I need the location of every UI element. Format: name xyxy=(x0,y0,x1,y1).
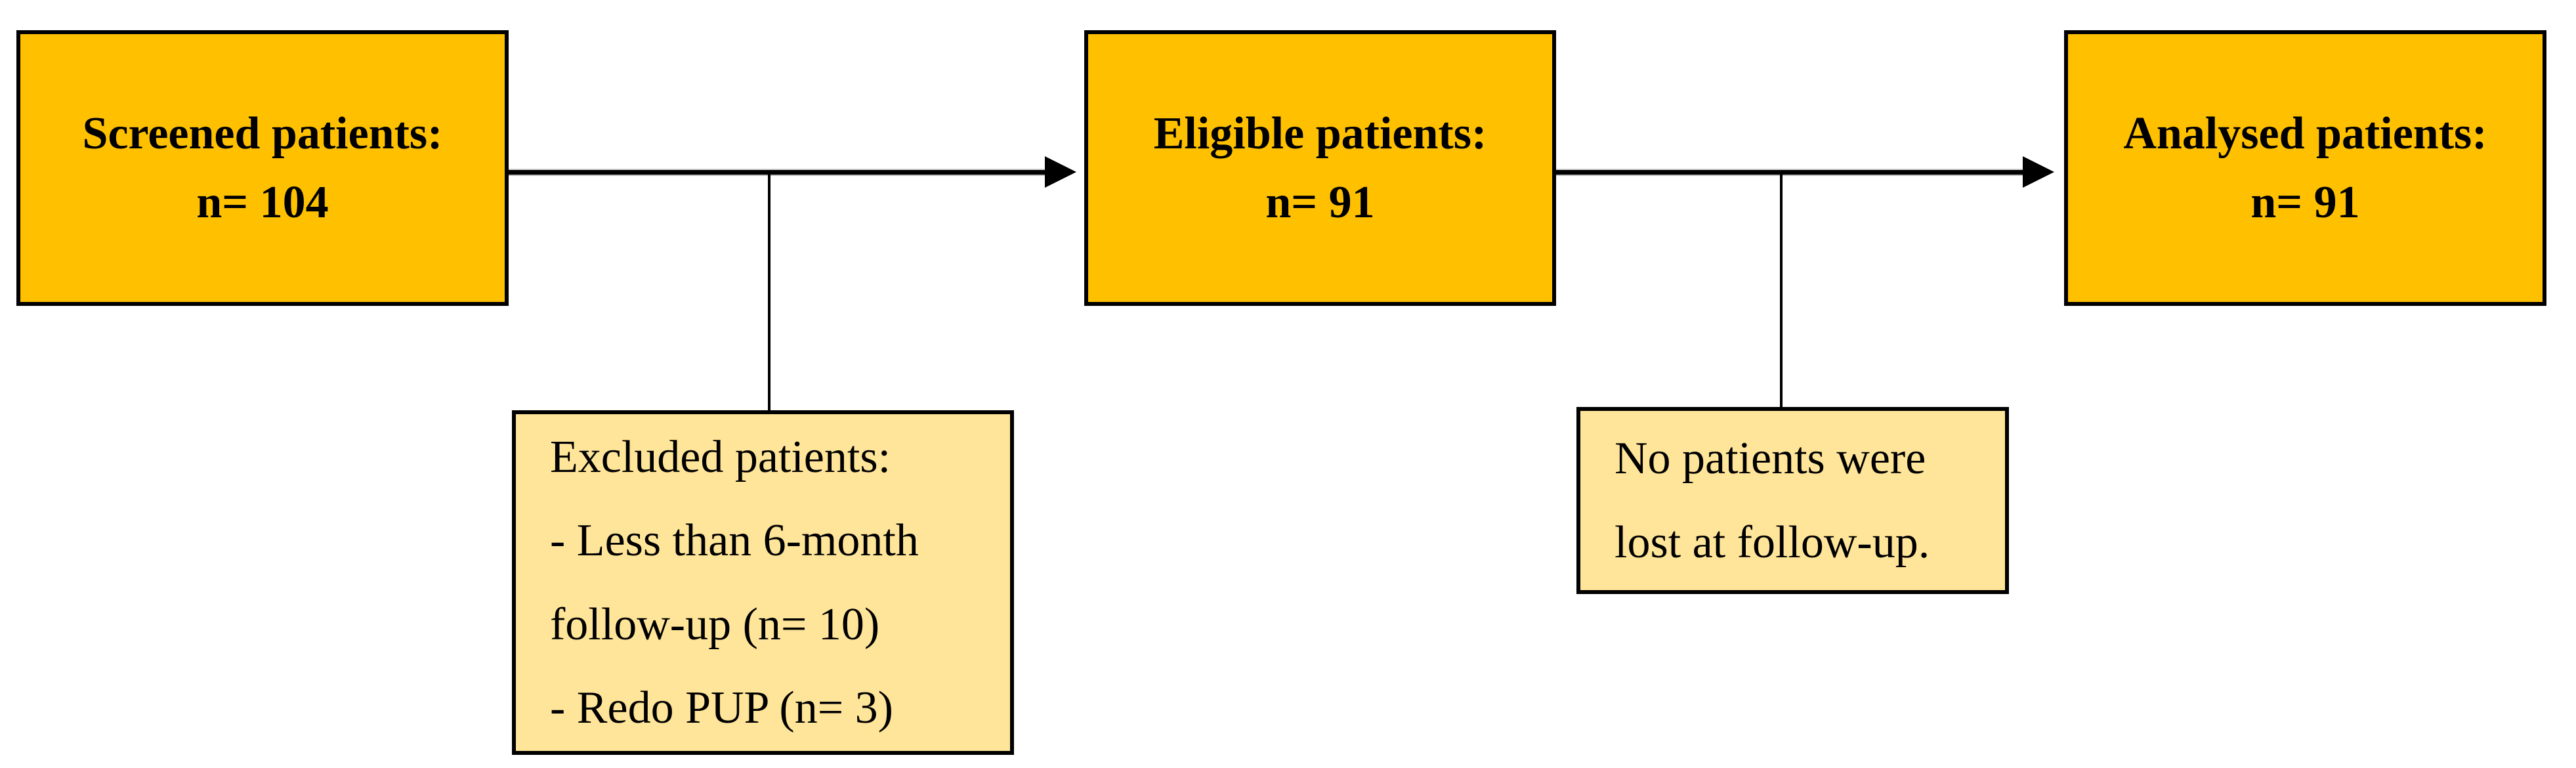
analysed-patients-label: Analysed patients: xyxy=(2123,108,2487,159)
lost-at-followup-box: No patients were lost at follow-up. xyxy=(1576,407,2009,594)
screened-patients-count: n= 104 xyxy=(196,177,329,228)
arrow-screened-to-eligible-line xyxy=(509,170,1047,175)
connector-excluded-line xyxy=(768,172,771,410)
excluded-line: - Redo PUP (n= 3) xyxy=(550,682,893,733)
lost-line: No patients were xyxy=(1615,433,1926,484)
arrow-eligible-to-analysed-head-icon xyxy=(2023,156,2054,188)
connector-lost-line xyxy=(1780,172,1783,407)
excluded-patients-box: Excluded patients: - Less than 6-month f… xyxy=(512,410,1014,755)
lost-line: lost at follow-up. xyxy=(1615,517,1930,568)
screened-patients-label: Screened patients: xyxy=(82,108,443,159)
excluded-line: Excluded patients: xyxy=(550,431,891,482)
excluded-line: follow-up (n= 10) xyxy=(550,599,880,650)
screened-patients-box: Screened patients: n= 104 xyxy=(16,30,509,306)
excluded-line: - Less than 6-month xyxy=(550,515,919,566)
eligible-patients-label: Eligible patients: xyxy=(1153,108,1487,159)
arrow-eligible-to-analysed-line xyxy=(1556,170,2025,175)
eligible-patients-box: Eligible patients: n= 91 xyxy=(1084,30,1556,306)
eligible-patients-count: n= 91 xyxy=(1265,177,1375,228)
analysed-patients-count: n= 91 xyxy=(2250,177,2360,228)
analysed-patients-box: Analysed patients: n= 91 xyxy=(2064,30,2546,306)
arrow-screened-to-eligible-head-icon xyxy=(1045,156,1076,188)
